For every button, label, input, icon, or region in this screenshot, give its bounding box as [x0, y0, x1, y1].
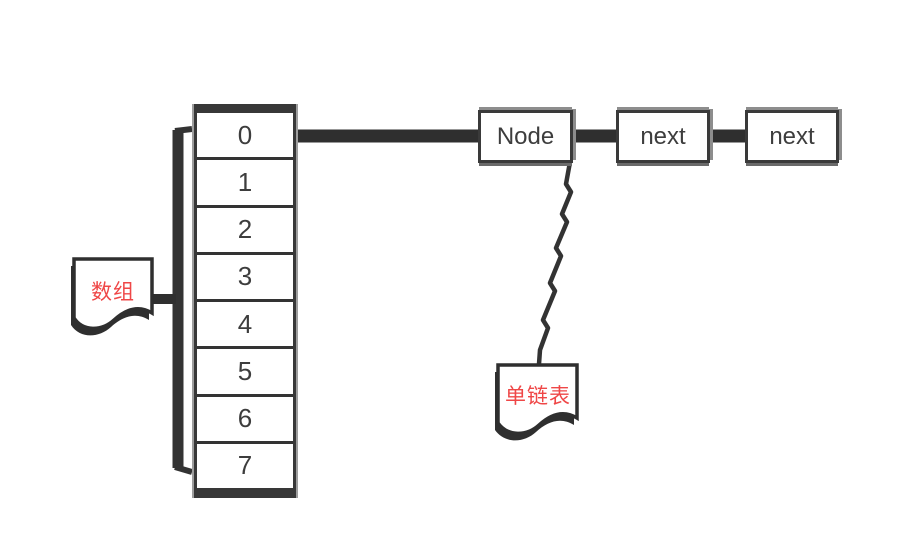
array-cell-1: 1	[197, 160, 293, 208]
next-box-2: next	[745, 110, 839, 163]
list-label-callout document-shape-icon	[495, 363, 579, 441]
array-cell-0: 0	[197, 113, 293, 161]
array-cell-5: 5	[197, 349, 293, 397]
array-cell-7: 7	[197, 443, 293, 488]
array-cell-6: 6	[197, 396, 293, 444]
zigzag-connector-node-to-list-label	[536, 161, 574, 365]
array-label-callout document-shape-icon	[71, 257, 154, 336]
array-cell-4: 4	[197, 302, 293, 350]
array-bracket	[172, 126, 193, 475]
array-cell-2: 2	[197, 207, 293, 255]
array-cell-3: 3	[197, 254, 293, 302]
next-box-1: next	[616, 110, 710, 163]
array-label: 数组	[91, 281, 135, 304]
node-box: Node	[478, 110, 573, 163]
array-table: 0 1 2 3 4 5 6 7	[194, 104, 296, 498]
list-label: 单链表	[505, 385, 571, 408]
